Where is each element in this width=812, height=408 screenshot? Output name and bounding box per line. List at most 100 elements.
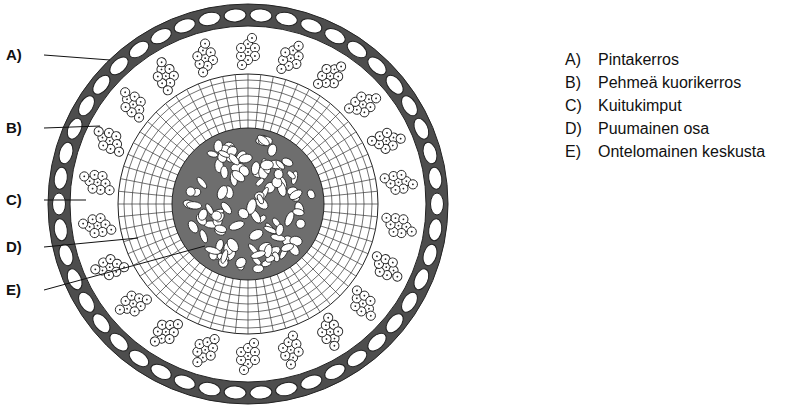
- fibre-cell: [408, 179, 418, 189]
- cell-nucleus: [157, 75, 159, 77]
- cell-nucleus: [399, 137, 401, 139]
- epidermis-cell: [383, 311, 407, 336]
- fibre-cell: [335, 60, 348, 73]
- ray-line: [156, 112, 195, 151]
- epidermis-cell: [126, 38, 151, 61]
- pith: [172, 128, 324, 280]
- cell-nucleus: [202, 49, 204, 51]
- epidermis-cell: [172, 372, 197, 392]
- fibre-cell: [381, 213, 391, 223]
- cell-nucleus: [161, 324, 163, 326]
- fibre-cell: [364, 309, 377, 322]
- fibre-cell: [293, 346, 304, 357]
- cell-nucleus: [109, 189, 111, 191]
- epidermis-cell: [89, 311, 113, 336]
- cell-nucleus: [284, 51, 286, 53]
- pith-cell: [263, 244, 273, 258]
- cell-nucleus: [109, 140, 111, 142]
- cell-nucleus: [97, 181, 99, 183]
- cell-nucleus: [287, 65, 289, 67]
- fibre-cell: [350, 284, 363, 297]
- cell-nucleus: [287, 341, 289, 343]
- pith-cell: [256, 133, 272, 148]
- epidermis-cell: [427, 218, 443, 242]
- epidermis-cell: [107, 330, 132, 355]
- epidermis-cell: [57, 243, 75, 268]
- fibre-cell: [249, 338, 258, 347]
- fibre-cell: [79, 171, 89, 181]
- cell-nucleus: [368, 308, 371, 311]
- cell-nucleus: [160, 61, 162, 63]
- cell-nucleus: [89, 226, 91, 228]
- fibre-cell: [113, 303, 126, 316]
- ray-line: [148, 122, 191, 157]
- cell-nucleus: [292, 356, 294, 358]
- cell-nucleus: [212, 59, 214, 61]
- epidermis-cell: [249, 385, 272, 399]
- cell-nucleus: [157, 330, 159, 332]
- fibre-cell: [407, 226, 417, 236]
- epidermis-cell: [322, 25, 348, 47]
- cell-nucleus: [173, 75, 175, 77]
- cell-nucleus: [333, 324, 335, 326]
- ray-line: [290, 266, 321, 312]
- cell-nucleus: [295, 63, 297, 65]
- cell-nucleus: [124, 91, 127, 94]
- fibre-bundle: [236, 338, 259, 374]
- fibre-bundles: [77, 33, 418, 374]
- cell-nucleus: [109, 258, 111, 260]
- cell-nucleus: [400, 232, 402, 234]
- cell-nucleus: [94, 232, 96, 234]
- fibre-cell: [320, 63, 333, 76]
- fibre-cell: [197, 67, 208, 78]
- cell-nucleus: [196, 55, 198, 57]
- cell-nucleus: [92, 218, 94, 220]
- cell-nucleus: [94, 174, 96, 176]
- epidermis-cell: [148, 361, 174, 383]
- fibre-cell: [381, 127, 393, 139]
- cell-nucleus: [94, 268, 96, 270]
- callout-letter: D): [6, 237, 22, 257]
- ray-line: [323, 204, 378, 205]
- pith-cell: [220, 249, 230, 264]
- cell-nucleus: [360, 310, 363, 313]
- fibre-bundle: [189, 37, 221, 78]
- cell-nucleus: [130, 111, 133, 114]
- ray-line: [322, 179, 376, 190]
- leader-line: [44, 200, 86, 201]
- fibre-bundle: [342, 283, 384, 324]
- cell-nucleus: [400, 174, 402, 176]
- fibre-cell: [366, 135, 378, 147]
- ray-line: [314, 143, 363, 169]
- epidermis-cell: [197, 380, 221, 397]
- key-text: Kuitukimput: [598, 96, 682, 116]
- key-text: Pehmeä kuorikerros: [598, 73, 741, 93]
- cell-nucleus: [321, 75, 323, 77]
- ray-line: [198, 84, 219, 135]
- leader-line: [44, 238, 138, 247]
- cell-nucleus: [384, 177, 386, 179]
- pith-cell: [306, 189, 316, 200]
- ray-line: [296, 104, 331, 147]
- cell-nucleus: [101, 269, 103, 271]
- ray-line: [255, 279, 260, 334]
- ray-line: [317, 233, 368, 254]
- cell-nucleus: [370, 314, 373, 317]
- pith-cell: [198, 229, 209, 244]
- fibre-bundle: [379, 212, 418, 240]
- fibre-bundle: [112, 84, 154, 125]
- epidermis-cells: [53, 8, 444, 400]
- fibre-cell: [236, 43, 245, 52]
- fibre-bundle: [342, 84, 384, 125]
- epidermis-cell: [89, 72, 113, 97]
- cell-nucleus: [108, 132, 110, 134]
- cell-nucleus: [354, 101, 357, 104]
- epidermis-cell: [57, 141, 75, 166]
- cell-nucleus: [247, 59, 249, 61]
- cell-nucleus: [101, 231, 103, 233]
- cell-nucleus: [132, 103, 135, 106]
- ray-line: [270, 80, 286, 133]
- epidermis-cell: [322, 361, 348, 383]
- ring-edge: [48, 4, 448, 404]
